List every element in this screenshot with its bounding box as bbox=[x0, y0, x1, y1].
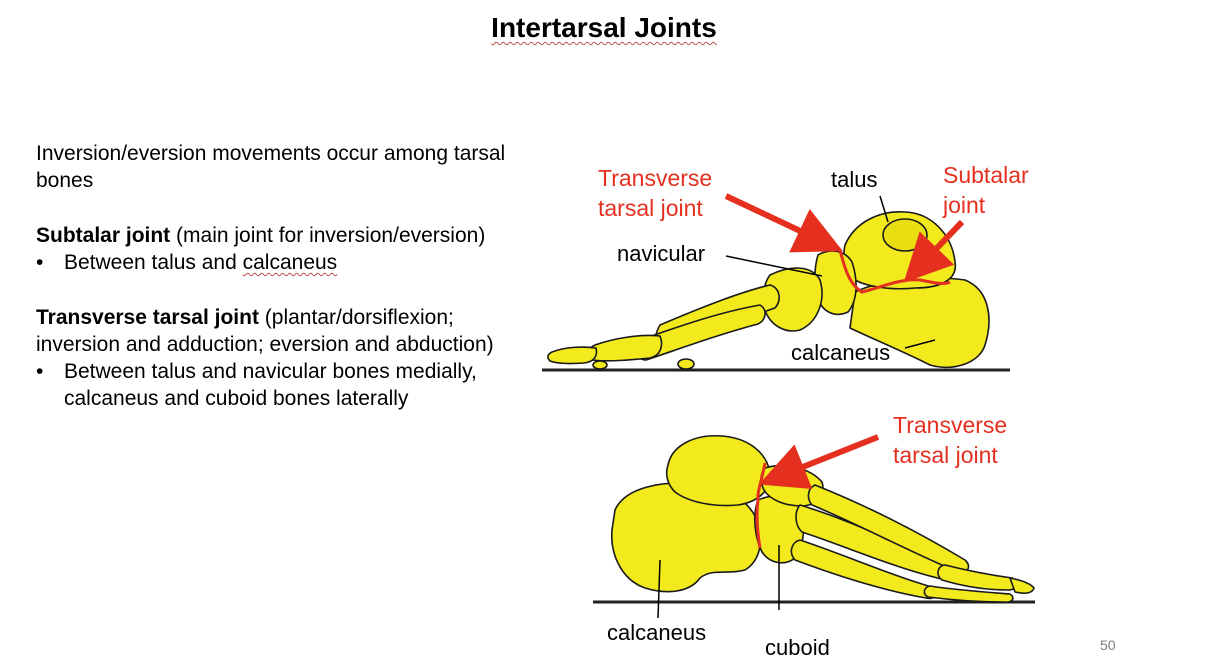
arrow-transverse-top bbox=[724, 193, 843, 253]
leader-navicular bbox=[725, 255, 823, 277]
subtalar-bullet-word: calcaneus bbox=[242, 251, 338, 274]
label-talus: talus bbox=[831, 167, 878, 192]
subtalar-heading: Subtalar joint bbox=[36, 224, 171, 247]
body-text: Inversion/eversion movements occur among… bbox=[36, 140, 526, 412]
transverse-paragraph: Transverse tarsal joint (plantar/dorsifl… bbox=[36, 304, 526, 358]
transverse-bullet-text: Between talus and navicular bones medial… bbox=[64, 360, 477, 410]
top-foot-bones bbox=[542, 211, 1010, 372]
label-cuboid: cuboid bbox=[765, 635, 830, 660]
label-subtalar-2: joint bbox=[943, 192, 986, 218]
label-transverse-bottom-1: Transverse bbox=[893, 412, 1008, 438]
transverse-bullet: • Between talus and navicular bones media… bbox=[36, 358, 526, 412]
leader-calcaneus-top bbox=[904, 339, 936, 349]
subtalar-desc: (main joint for inversion/eversion) bbox=[170, 224, 486, 247]
subtalar-paragraph: Subtalar joint (main joint for inversion… bbox=[36, 222, 526, 249]
transverse-desc: (plantar/dorsiflexion; inversion and add… bbox=[36, 306, 494, 356]
subtalar-bullet-text: Between talus and bbox=[64, 251, 243, 274]
slide-title: Intertarsal Joints bbox=[491, 12, 717, 43]
label-transverse-bottom-2: tarsal joint bbox=[893, 442, 998, 468]
transverse-heading: Transverse tarsal joint bbox=[36, 306, 259, 329]
arrow-subtalar bbox=[903, 219, 965, 283]
label-transverse-top-1: Transverse bbox=[598, 165, 713, 191]
bullet-symbol: • bbox=[36, 360, 44, 383]
label-transverse-top-2: tarsal joint bbox=[598, 195, 703, 221]
subtalar-bullet: • Between talus and calcaneus bbox=[36, 249, 526, 276]
label-navicular: navicular bbox=[617, 241, 706, 266]
label-calcaneus-bottom: calcaneus bbox=[607, 620, 707, 645]
leader-talus bbox=[879, 195, 889, 223]
intro-text: Inversion/eversion movements occur among… bbox=[36, 142, 506, 192]
subtalar-joint-line bbox=[838, 249, 951, 294]
label-subtalar-1: Subtalar bbox=[943, 162, 1029, 188]
page-number: 50 bbox=[1100, 637, 1116, 653]
leader-calcaneus-bottom bbox=[657, 559, 661, 619]
arrow-transverse-bottom bbox=[758, 434, 880, 489]
bullet-symbol: • bbox=[36, 251, 44, 274]
label-calcaneus-top: calcaneus bbox=[791, 340, 891, 365]
